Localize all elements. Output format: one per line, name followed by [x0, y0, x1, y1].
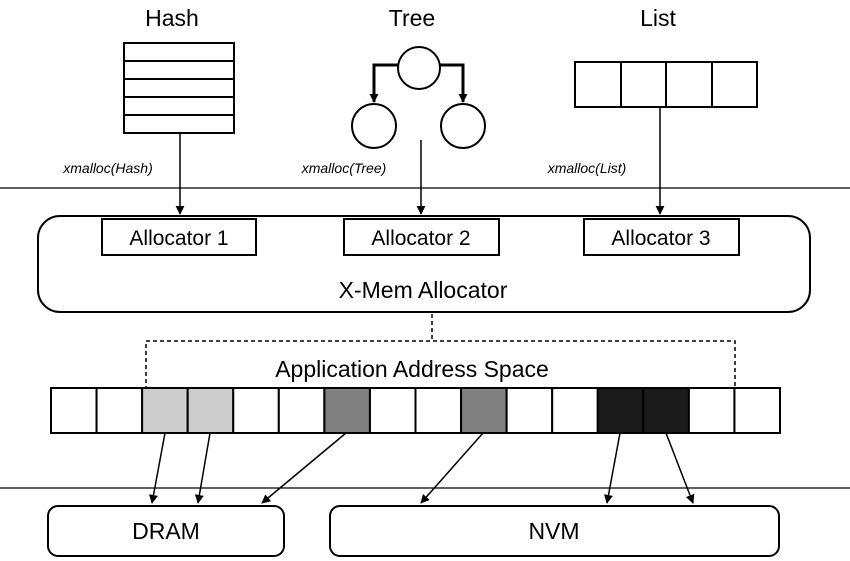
allocator-3-label: Allocator 3: [611, 227, 710, 250]
nvm-device: NVM: [329, 505, 780, 557]
tree-left-node: [351, 103, 397, 149]
dram-label: DRAM: [132, 518, 200, 544]
address-cell-7: [323, 387, 371, 434]
xmem-allocator-label: X-Mem Allocator: [339, 277, 508, 303]
xmem-allocator: Allocator 1 Allocator 2 Allocator 3 X-Me…: [37, 215, 811, 313]
tree-right-edge: [440, 63, 468, 103]
list-title: List: [640, 5, 676, 31]
allocator-1-box: [101, 218, 257, 256]
map-arrow-cell13-nvm: [604, 432, 621, 504]
allocator-2-label: Allocator 2: [371, 227, 470, 250]
tree-xmalloc-call: xmalloc(Tree): [301, 160, 387, 176]
address-cell-15: [687, 387, 736, 434]
allocator-2-box: [343, 218, 500, 256]
tree-left-edge: [369, 63, 398, 103]
list-structure: List xmalloc(List): [547, 5, 758, 215]
nvm-label: NVM: [528, 518, 579, 544]
dram-device: DRAM: [47, 505, 285, 557]
address-cell-2: [95, 387, 144, 434]
dram-box: [47, 505, 285, 557]
hash-table-shape: [123, 42, 235, 134]
address-cell-13: [596, 387, 645, 434]
address-cell-6: [277, 387, 326, 434]
address-space-label: Application Address Space: [275, 356, 549, 382]
map-arrow-cell7-dram: [261, 432, 347, 504]
map-arrow-cell4-dram: [194, 432, 211, 504]
nvm-box: [329, 505, 780, 557]
tree-root-node: [397, 46, 441, 90]
address-cell-10: [460, 387, 508, 434]
address-cell-8: [368, 387, 417, 434]
address-cell-5: [232, 387, 280, 434]
address-cell-11: [505, 387, 554, 434]
map-arrow-cell14-nvm: [665, 432, 695, 504]
hash-title: Hash: [145, 5, 199, 31]
map-arrow-cell10-nvm: [420, 432, 484, 504]
address-space-cells: [50, 387, 782, 434]
address-cell-12: [551, 387, 599, 434]
address-cell-3: [141, 387, 189, 434]
allocator-3-box: [583, 218, 740, 256]
mapping-arrows: [149, 432, 695, 504]
hash-structure: Hash xmalloc(Hash): [62, 5, 235, 215]
address-cell-16: [733, 387, 782, 434]
address-cell-9: [414, 387, 463, 434]
list-xmalloc-call: xmalloc(List): [547, 160, 627, 176]
address-space-dashed-bracket: [145, 340, 736, 390]
map-arrow-cell3-dram: [149, 432, 166, 504]
hash-xmalloc-call: xmalloc(Hash): [62, 160, 152, 176]
address-cell-1: [50, 387, 98, 434]
tree-title: Tree: [389, 5, 435, 31]
allocator-1-label: Allocator 1: [129, 227, 228, 250]
tree-right-node: [440, 103, 486, 149]
tree-structure: Tree xmalloc(Tree): [301, 5, 486, 215]
address-cell-4: [186, 387, 235, 434]
address-cell-14: [642, 387, 690, 434]
